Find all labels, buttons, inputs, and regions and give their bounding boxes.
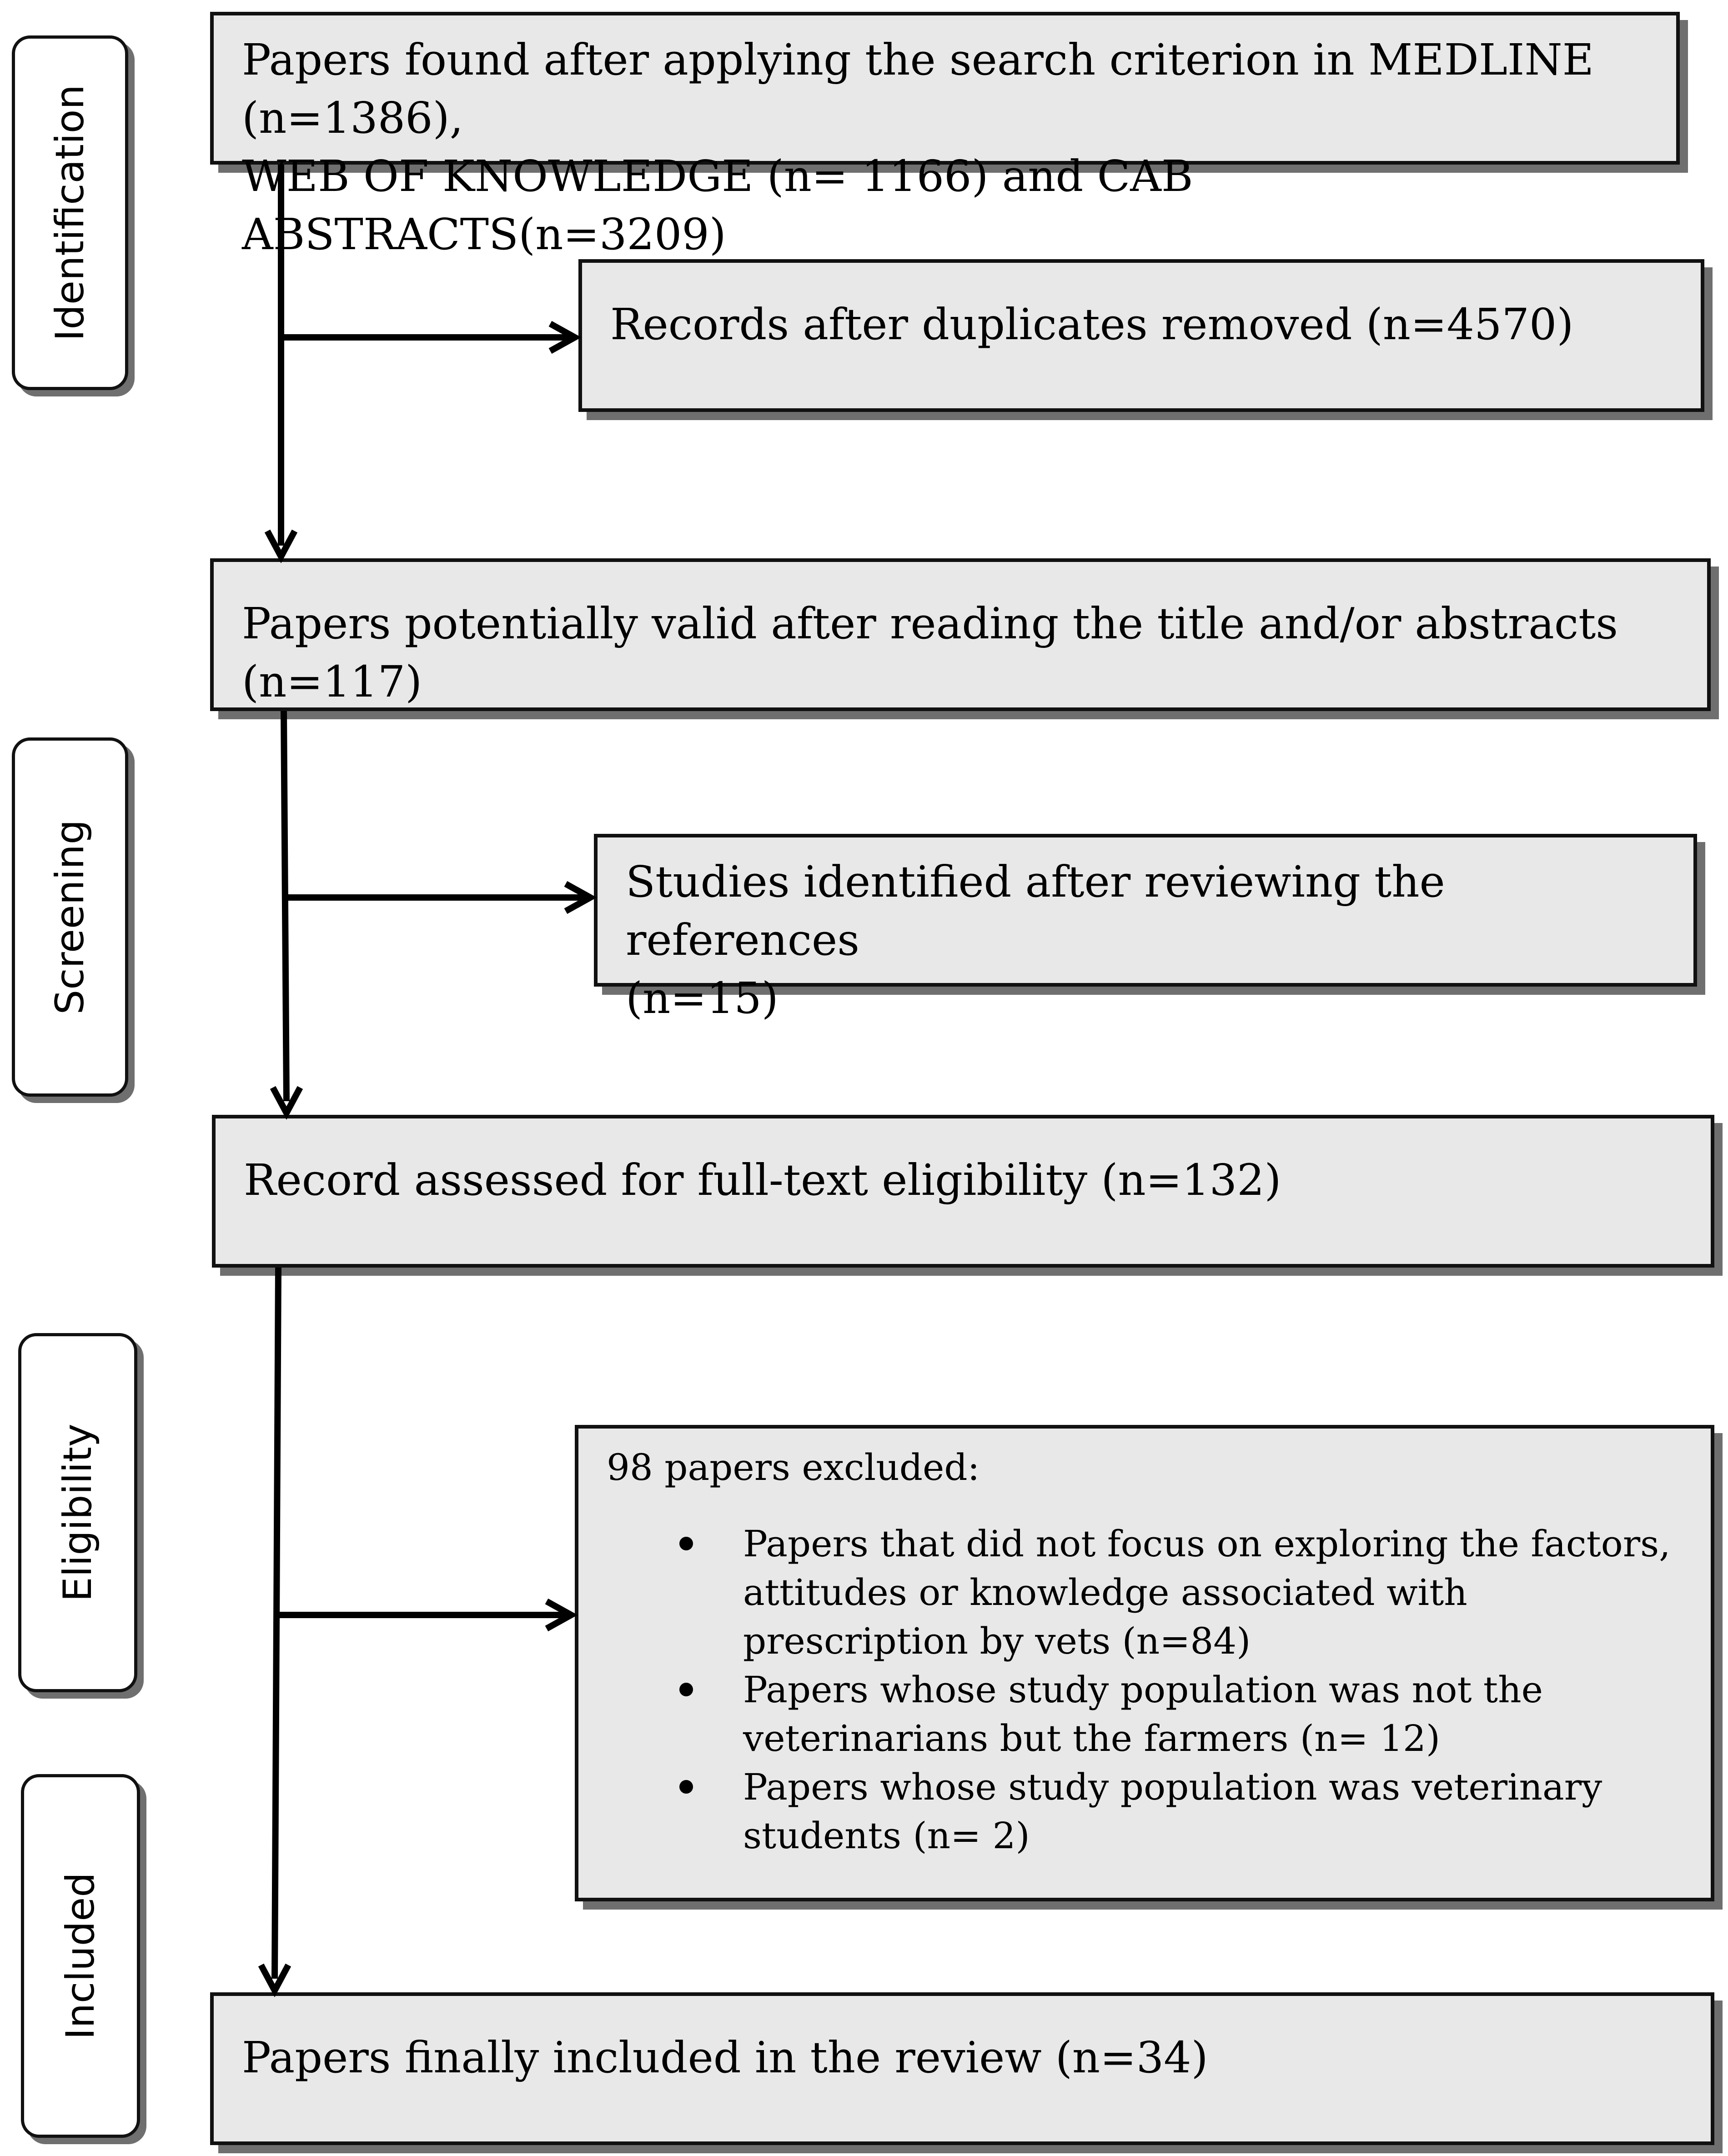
exclusion-item-1: Papers that did not focus on exploring t… — [578, 1519, 1693, 1665]
box-duplicates-removed-text: Records after duplicates removed (n=4570… — [610, 300, 1574, 350]
exclusion-item-2: Papers whose study population was not th… — [578, 1665, 1693, 1763]
stage-eligibility: Eligibility — [18, 1333, 137, 1692]
stage-identification: Identification — [12, 35, 128, 390]
exclusion-item-3: Papers whose study population was veteri… — [578, 1763, 1693, 1860]
box-reference-studies: Studies identified after reviewing the r… — [594, 834, 1697, 1023]
box-finally-included-text: Papers finally included in the review (n… — [242, 2033, 1208, 2083]
box-reference-studies-text: Studies identified after reviewing the r… — [626, 857, 1445, 1023]
arrowhead-exclusions — [545, 1598, 578, 1632]
arrowhead-valid — [264, 529, 298, 563]
exclusions-list: Papers that did not focus on exploring t… — [578, 1519, 1693, 1860]
connector-valid-to-assessed — [281, 711, 290, 1102]
box-full-text-eligibility: Record assessed for full-text eligibilit… — [212, 1115, 1714, 1268]
connector-assessed-to-final — [271, 1267, 281, 1979]
box-papers-found-text: Papers found after applying the search c… — [242, 35, 1594, 260]
arrowhead-final — [258, 1963, 291, 1997]
stage-included: Included — [21, 1774, 140, 2138]
box-papers-found: Papers found after applying the search c… — [210, 12, 1680, 260]
box-duplicates-removed: Records after duplicates removed (n=4570… — [578, 259, 1704, 412]
arrowhead-duplicates — [548, 321, 582, 354]
box-full-text-eligibility-text: Record assessed for full-text eligibilit… — [244, 1155, 1281, 1205]
box-exclusions: 98 papers excluded: Papers that did not … — [575, 1425, 1714, 1901]
arrowhead-references — [564, 881, 597, 914]
box-finally-included: Papers finally included in the review (n… — [210, 1992, 1714, 2145]
exclusions-intro: 98 papers excluded: — [607, 1446, 980, 1489]
box-potentially-valid: Papers potentially valid after reading t… — [210, 558, 1711, 711]
arrowhead-assessed — [270, 1086, 303, 1120]
box-potentially-valid-text: Papers potentially valid after reading t… — [242, 599, 1618, 707]
stage-screening: Screening — [12, 737, 128, 1097]
